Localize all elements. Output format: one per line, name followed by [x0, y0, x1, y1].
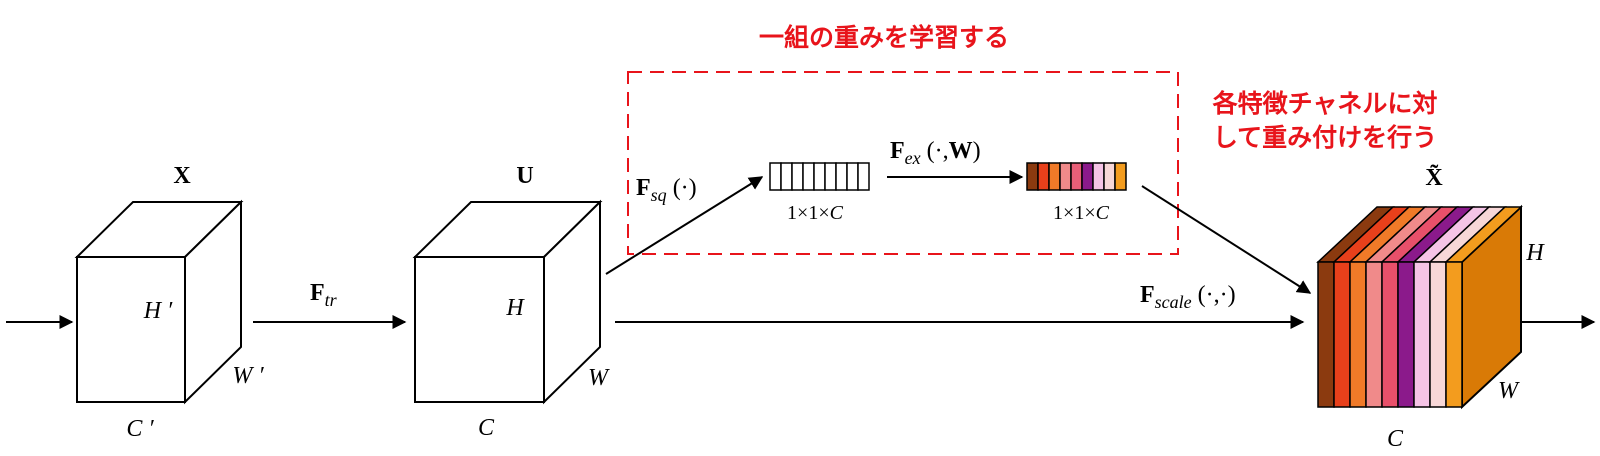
- squeeze-dim-channel: C: [830, 202, 844, 224]
- excitation-vector-cell: [1048, 162, 1061, 191]
- squeeze-arrow: [605, 176, 764, 275]
- output-channel-front-slice: [1349, 261, 1367, 408]
- output-channel-front-slice: [1397, 261, 1415, 408]
- op-excitation-subscript: ex: [905, 148, 921, 168]
- op-scale-symbol: F: [1140, 282, 1155, 308]
- excitation-vector-dim-label: 1×1×C: [1053, 202, 1110, 224]
- tensor-xtilde-width-label: W: [1498, 378, 1520, 404]
- excitation-vector-cell: [1070, 162, 1083, 191]
- op-squeeze-args: (·): [667, 175, 697, 201]
- op-transform-symbol: F: [310, 280, 325, 306]
- tensor-x-channel-label: C ′: [126, 416, 154, 442]
- squeeze-vector-cell: [846, 162, 859, 191]
- excitation-vector-cell: [1059, 162, 1072, 191]
- excitation-vector-cell: [1037, 162, 1050, 191]
- tensor-x-cube: [74, 199, 244, 405]
- squeeze-vector-cell: [802, 162, 815, 191]
- annotation-learn-weights: 一組の重みを学習する: [759, 23, 1009, 52]
- op-scale-subscript: scale: [1155, 292, 1192, 312]
- squeeze-vector: [769, 162, 870, 191]
- output-channel-front-slice: [1429, 261, 1447, 408]
- squeeze-vector-cell: [769, 162, 782, 191]
- tensor-u-width-label: W: [588, 365, 610, 391]
- excite-to-output-arrow: [1141, 185, 1312, 294]
- squeeze-dim-text: 1×1×: [787, 202, 830, 224]
- squeeze-vector-cell: [791, 162, 804, 191]
- tensor-u-label: U: [516, 163, 533, 189]
- tensor-x-label: X: [173, 163, 191, 189]
- output-channel-front-slice: [1333, 261, 1351, 408]
- op-scale-label: Fscale (·,·): [1140, 282, 1236, 312]
- excitation-region-box: [627, 71, 1179, 255]
- output-channel-front-slice: [1413, 261, 1431, 408]
- op-excitation-args-pre: (·,: [921, 138, 949, 164]
- op-excitation-args-post: ): [973, 138, 981, 164]
- excitation-vector: [1026, 162, 1127, 191]
- op-excitation-symbol: F: [890, 138, 905, 164]
- output-channel-front-slice: [1445, 261, 1463, 408]
- tensor-u-height-label: H: [505, 295, 525, 321]
- op-excitation-label: Fex (·,W): [890, 138, 981, 168]
- excite-dim-text: 1×1×: [1053, 202, 1096, 224]
- op-scale-args: (·,·): [1192, 282, 1236, 308]
- excitation-vector-cell: [1026, 162, 1039, 191]
- op-transform-label: Ftr: [310, 280, 338, 310]
- op-squeeze-subscript: sq: [651, 185, 667, 205]
- op-transform-subscript: tr: [325, 290, 338, 310]
- squeeze-vector-cell: [813, 162, 826, 191]
- excitation-vector-cell: [1103, 162, 1116, 191]
- squeeze-vector-cell: [824, 162, 837, 191]
- tensor-xtilde-height-label: H: [1525, 240, 1545, 266]
- excitation-vector-cell: [1081, 162, 1094, 191]
- squeeze-vector-cell: [835, 162, 848, 191]
- annotation-reweight-line1: 各特徴チャネルに対: [1212, 89, 1438, 118]
- tensor-xtilde-channel-label: C: [1387, 426, 1404, 452]
- tensor-xtilde-label: X̃: [1425, 165, 1443, 191]
- tensor-x-height-label: H ′: [143, 298, 173, 324]
- excitation-vector-cell: [1114, 162, 1127, 191]
- squeeze-vector-cell: [780, 162, 793, 191]
- op-squeeze-symbol: F: [636, 175, 651, 201]
- tensor-x-width-label: W ′: [232, 363, 264, 389]
- tensor-u-cube: [412, 199, 603, 405]
- excitation-vector-cell: [1092, 162, 1105, 191]
- tensor-u-channel-label: C: [478, 415, 495, 441]
- excite-dim-channel: C: [1096, 202, 1110, 224]
- output-channel-front-slice: [1317, 261, 1335, 408]
- output-channel-front-slice: [1381, 261, 1399, 408]
- squeeze-vector-cell: [857, 162, 870, 191]
- output-tensor-cube: [1316, 204, 1523, 410]
- output-channel-front-slice: [1365, 261, 1383, 408]
- op-squeeze-label: Fsq (·): [636, 175, 697, 205]
- annotation-reweight-line2: して重み付けを行う: [1213, 123, 1437, 152]
- squeeze-vector-dim-label: 1×1×C: [787, 202, 844, 224]
- op-excitation-args-weight: W: [949, 138, 973, 164]
